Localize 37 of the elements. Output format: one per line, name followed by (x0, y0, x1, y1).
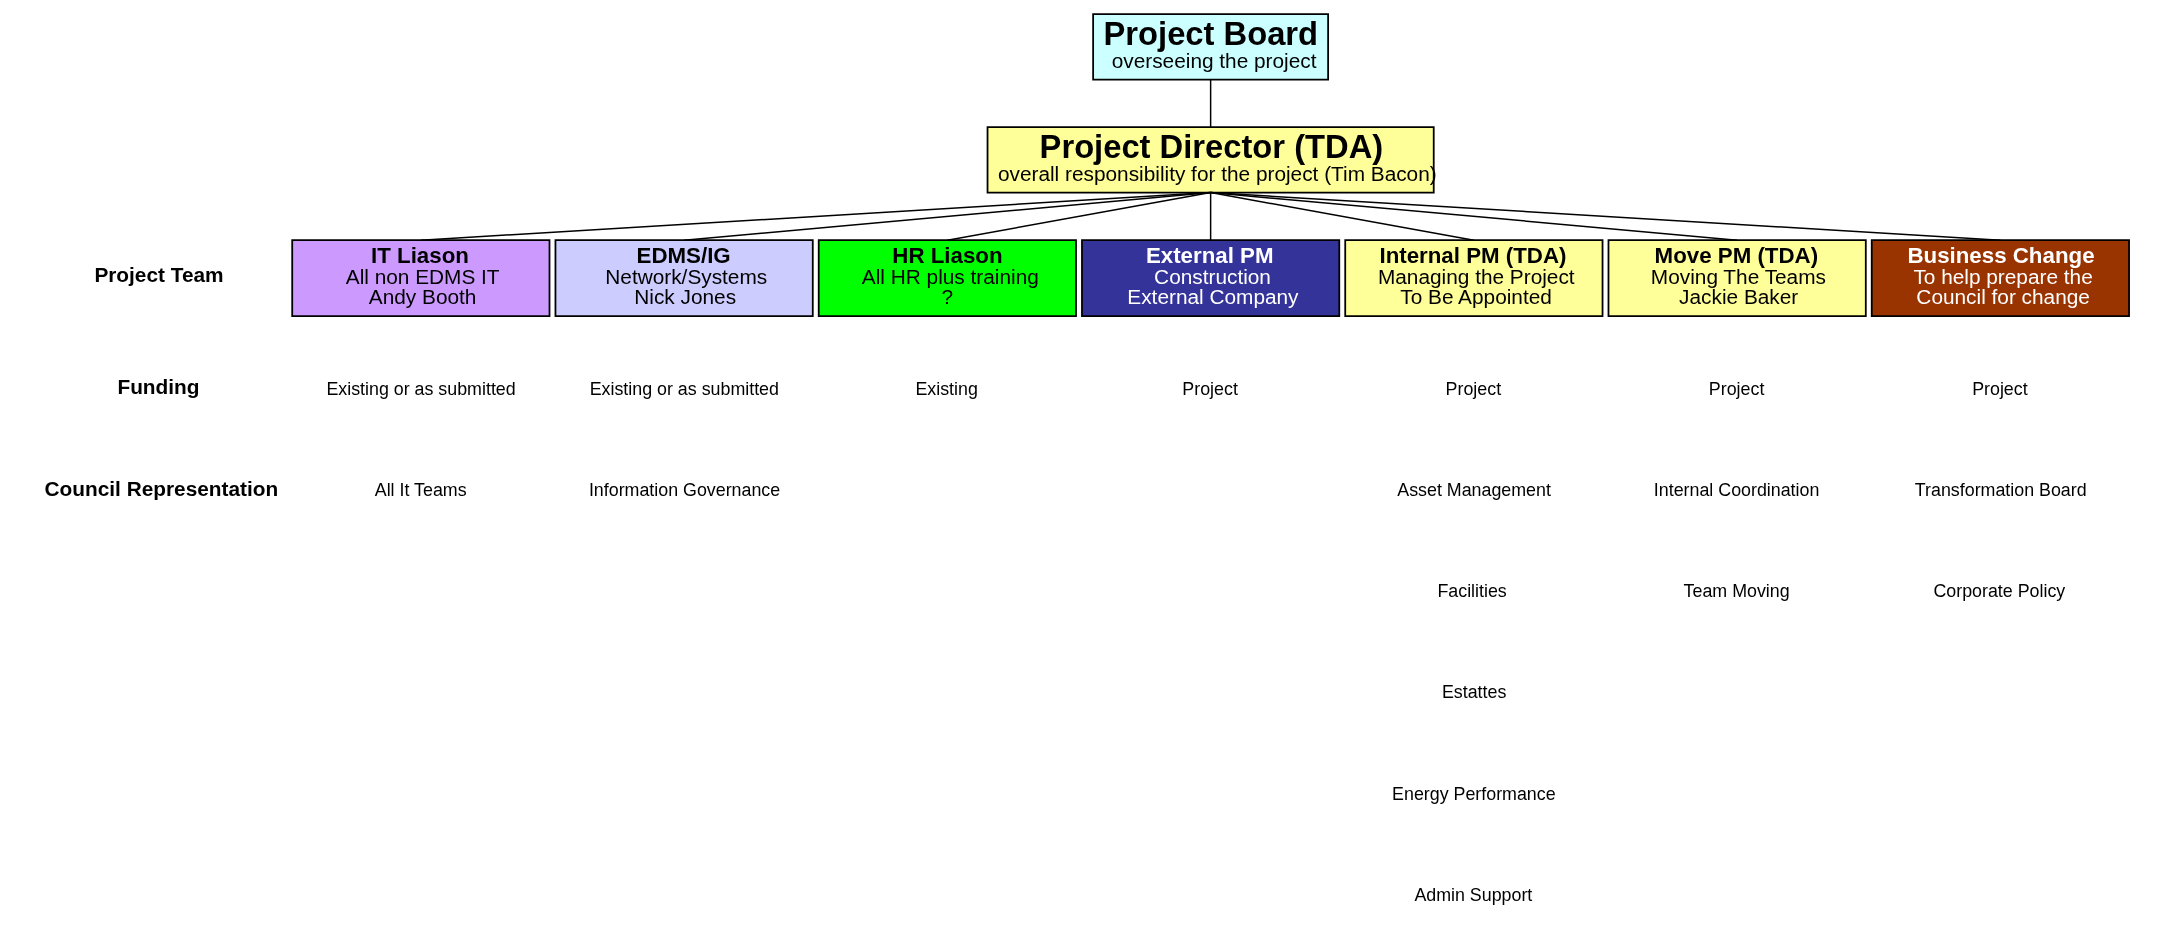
node-box: HR Liason All HR plus training ? (817, 239, 1077, 317)
node-box: Project Board overseeing the project (1091, 13, 1329, 81)
label: Admin Support (1413, 884, 1532, 905)
connector (419, 191, 1211, 241)
label: Existing or as submitted (325, 379, 516, 400)
label: Project (1445, 379, 1501, 400)
label: Existing (914, 379, 978, 400)
node-box: Internal PM (TDA) Managing the Project To Be Appointed (1343, 239, 1603, 317)
connector (1209, 78, 1211, 128)
label: Internal Coordination (1653, 480, 1819, 501)
label: Project (1971, 379, 2028, 400)
label: Existing or as submitted (589, 379, 779, 400)
label: Energy Performance (1391, 783, 1556, 804)
label: Team Moving (1683, 581, 1790, 602)
node-box: IT Liason All non EDMS IT Andy Booth (290, 239, 550, 317)
connector (682, 191, 1211, 241)
label: Information Governance (588, 480, 780, 501)
label: All It Teams (374, 480, 467, 501)
label: Facilities (1436, 581, 1507, 602)
label: Project (1708, 379, 1764, 400)
label: Asset Management (1396, 480, 1551, 501)
node-box: Business Change To help prepare the Council for change (1870, 239, 2130, 317)
label: Transformation Board (1914, 480, 2087, 501)
label: Funding (116, 375, 200, 399)
connector (1209, 191, 1211, 241)
connector (1209, 191, 1738, 241)
label: Council Representation (44, 476, 278, 500)
label: Corporate Policy (1932, 581, 2065, 602)
connector (946, 191, 1211, 241)
connector (1209, 191, 2001, 241)
node-box: Move PM (TDA) Moving The Teams Jackie Baker (1607, 239, 1867, 317)
node-box: External PM Construction External Company (1080, 239, 1340, 317)
connector (1209, 191, 1475, 241)
node-box: EDMS/IG Network/Systems Nick Jones (554, 239, 814, 317)
label: Project Team (93, 263, 224, 287)
label: Estattes (1441, 682, 1506, 703)
label: Project (1181, 379, 1238, 400)
